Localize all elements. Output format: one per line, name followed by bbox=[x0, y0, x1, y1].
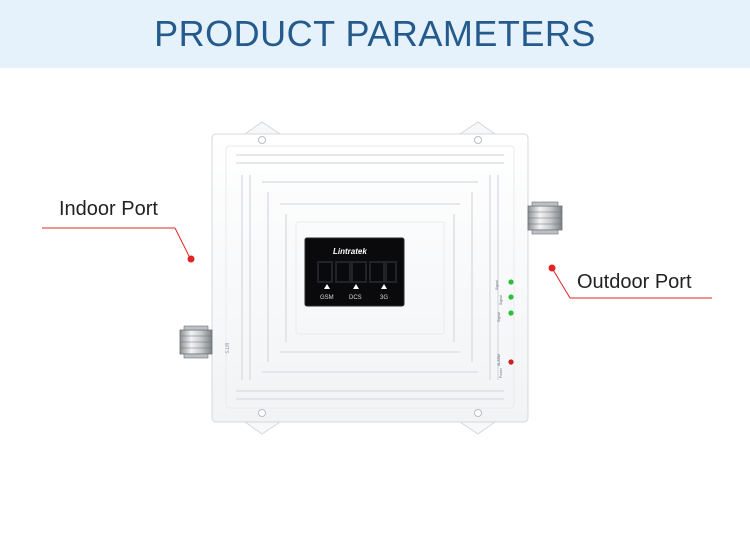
brand-logo-text: Lintratek bbox=[333, 247, 367, 256]
repeater-body: Lintratek GSM DCS 3G bbox=[211, 121, 529, 435]
indoor-port-label: Indoor Port bbox=[59, 198, 158, 220]
signal-leds: Signal Signal Signal Power ALARM bbox=[495, 279, 514, 378]
led-alarm bbox=[508, 359, 514, 365]
alarm-label: ALARM bbox=[497, 354, 501, 366]
lcd-display: Lintratek GSM DCS 3G bbox=[304, 237, 405, 307]
outdoor-callout-line bbox=[548, 264, 712, 299]
led-signal-3 bbox=[508, 310, 514, 316]
header-banner: PRODUCT PARAMETERS bbox=[0, 0, 750, 68]
power-label: Power bbox=[499, 367, 503, 378]
led-label-2: Signal bbox=[499, 295, 503, 305]
indoor-callout-dot bbox=[187, 255, 195, 263]
led-signal-2 bbox=[508, 294, 514, 300]
outdoor-port-label: Outdoor Port bbox=[577, 271, 692, 293]
port-side-label: MTS bbox=[223, 343, 229, 354]
indoor-callout-line bbox=[42, 227, 195, 263]
led-signal-1 bbox=[508, 279, 514, 285]
band-label-dcs: DCS bbox=[349, 295, 362, 301]
led-label-1: Signal bbox=[495, 280, 499, 290]
indoor-port-connector bbox=[179, 325, 213, 359]
band-label-gsm: GSM bbox=[320, 295, 334, 301]
page-title: PRODUCT PARAMETERS bbox=[154, 13, 596, 54]
led-label-3: Signal bbox=[497, 312, 501, 322]
outdoor-port-connector bbox=[527, 201, 563, 235]
band-label-3g: 3G bbox=[380, 295, 388, 301]
